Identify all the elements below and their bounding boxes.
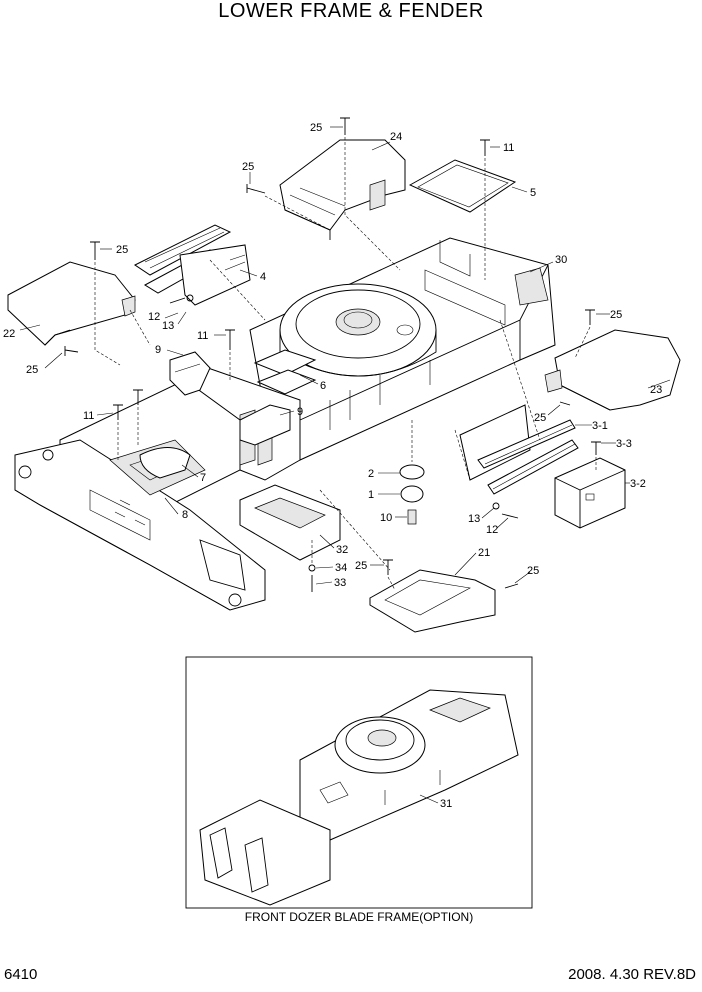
center-plate-1-2 <box>399 464 425 525</box>
cover-6 <box>253 349 317 395</box>
callout-24: 24 <box>390 131 402 143</box>
lower-frame <box>14 237 556 611</box>
step-4 <box>134 224 251 306</box>
callout-13: 13 <box>468 513 480 525</box>
callout-12: 12 <box>486 524 498 536</box>
bracket-9b <box>239 404 291 446</box>
callout-labels: 25 24 11 25 5 30 25 4 22 12 13 11 9 6 25… <box>3 122 662 810</box>
callout-6: 6 <box>320 380 326 392</box>
inset-box <box>185 656 533 909</box>
callout-25: 25 <box>527 565 539 577</box>
page-title: LOWER FRAME & FENDER <box>218 0 484 22</box>
bolts <box>64 117 601 592</box>
callout-21: 21 <box>478 547 490 559</box>
revision-date: 2008. 4.30 REV.8D <box>568 966 696 983</box>
tool-box-3-2 <box>554 457 626 529</box>
callout-25: 25 <box>116 244 128 256</box>
callout-2: 2 <box>368 468 374 480</box>
callout-25: 25 <box>26 364 38 376</box>
callout-25: 25 <box>310 122 322 134</box>
callout-3-3: 3-3 <box>616 438 632 450</box>
callout-22: 22 <box>3 328 15 340</box>
callout-31: 31 <box>440 798 452 810</box>
callout-8: 8 <box>182 509 188 521</box>
fender-24 <box>279 139 406 240</box>
step-3-1 <box>459 404 579 495</box>
callout-23: 23 <box>650 384 662 396</box>
callout-11: 11 <box>197 330 208 342</box>
fender-23 <box>544 329 681 411</box>
callout-25: 25 <box>534 412 546 424</box>
callout-3-2: 3-2 <box>630 478 646 490</box>
callout-3-1: 3-1 <box>592 420 608 432</box>
callout-32: 32 <box>336 544 348 556</box>
callout-7: 7 <box>200 472 206 484</box>
cover-21 <box>369 569 496 633</box>
callout-10: 10 <box>380 512 392 524</box>
cover-plate-5 <box>408 159 517 213</box>
callout-11: 11 <box>503 142 514 154</box>
bracket-9a <box>169 351 211 396</box>
callout-9: 9 <box>297 406 303 418</box>
callout-5: 5 <box>530 187 536 199</box>
callout-25: 25 <box>355 560 367 572</box>
callout-25: 25 <box>242 161 254 173</box>
callout-1: 1 <box>368 489 374 501</box>
callout-13: 13 <box>162 320 174 332</box>
callout-33: 33 <box>334 577 346 589</box>
callout-25: 25 <box>610 309 622 321</box>
page-number: 6410 <box>4 966 38 983</box>
fender-22 <box>7 261 136 346</box>
callout-4: 4 <box>260 271 266 283</box>
callout-12: 12 <box>148 311 160 323</box>
inset-caption: FRONT DOZER BLADE FRAME(OPTION) <box>244 910 474 924</box>
leader-lines <box>19 126 671 591</box>
callout-34: 34 <box>335 562 347 574</box>
callout-30: 30 <box>555 254 567 266</box>
support-32 <box>239 484 341 561</box>
callout-9: 9 <box>155 344 161 356</box>
callout-11: 11 <box>83 410 94 422</box>
